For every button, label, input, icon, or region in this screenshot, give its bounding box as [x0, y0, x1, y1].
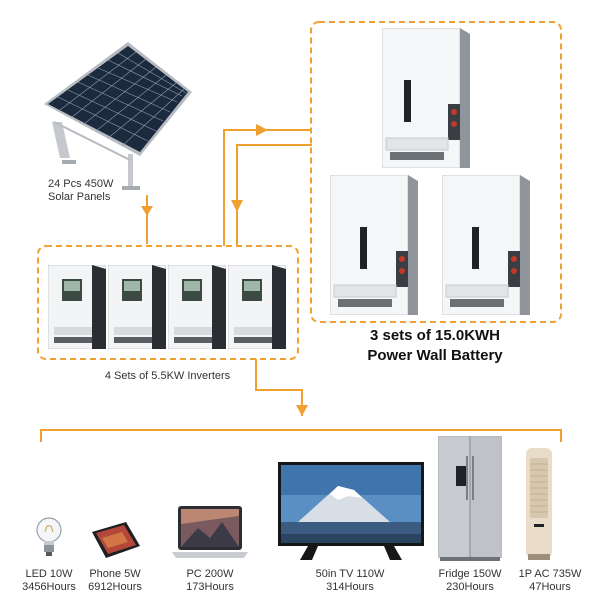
- appliance-hours: 3456Hours: [22, 581, 76, 593]
- led-bulb-image: [36, 517, 62, 556]
- appliance-name: LED 10W: [25, 568, 73, 580]
- appliance-caption-tv: 50in TV 110W 314Hours: [300, 568, 400, 594]
- tv-image: [278, 462, 424, 560]
- ac-tower-image: [526, 448, 552, 560]
- fridge-image: [438, 436, 502, 561]
- battery-to-inverter-arrow: [231, 200, 243, 212]
- appliance-hours: 314Hours: [326, 581, 374, 593]
- inverter-to-loads-wire: [255, 359, 303, 416]
- appliance-caption-phone: Phone 5W 6912Hours: [80, 568, 150, 594]
- laptop-image: [172, 506, 248, 558]
- battery-to-inverter-wire: [236, 144, 312, 246]
- phone-image: [92, 522, 140, 558]
- battery-caption-line1: 3 sets of 15.0KWH: [369, 327, 501, 344]
- appliance-name: Phone 5W: [89, 568, 141, 580]
- appliance-name: 50in TV 110W: [315, 568, 385, 580]
- inverter-unit: [228, 265, 286, 349]
- battery-unit: [330, 175, 418, 315]
- solar-panel-image: [44, 42, 192, 190]
- solar-caption-line2: Solar Panels: [48, 191, 111, 203]
- appliance-hours: 6912Hours: [88, 581, 142, 593]
- appliance-caption-ac: 1P AC 735W 47Hours: [510, 568, 590, 594]
- battery-caption-line2: Power Wall Battery: [367, 347, 503, 364]
- battery-caption: 3 sets of 15.0KWH Power Wall Battery: [320, 326, 550, 366]
- inverter-to-loads-arrow: [296, 405, 308, 416]
- appliance-hours: 173Hours: [186, 581, 234, 593]
- battery-group-box: [310, 21, 562, 323]
- solar-to-inverter-arrow: [141, 206, 153, 216]
- appliance-name: Fridge 150W: [438, 568, 502, 580]
- inverter-unit: [168, 265, 226, 349]
- appliance-caption-led: LED 10W 3456Hours: [14, 568, 84, 594]
- appliance-hours: 47Hours: [529, 581, 571, 593]
- appliance-name: PC 200W: [186, 568, 234, 580]
- inverter-unit: [108, 265, 166, 349]
- appliance-hours: 230Hours: [446, 581, 494, 593]
- inverter-group-box: [37, 245, 299, 360]
- appliance-caption-fridge: Fridge 150W 230Hours: [430, 568, 510, 594]
- appliance-caption-pc: PC 200W 173Hours: [175, 568, 245, 594]
- solar-caption-line1: 24 Pcs 450W: [48, 178, 114, 190]
- battery-unit: [382, 28, 470, 168]
- inverter-caption: 4 Sets of 5.5KW Inverters: [104, 370, 231, 382]
- appliance-name: 1P AC 735W: [518, 568, 582, 580]
- inverter-to-battery-wire: [223, 129, 312, 246]
- inverter-to-battery-arrow: [256, 124, 268, 136]
- inverter-unit: [48, 265, 106, 349]
- solar-caption: 24 Pcs 450W Solar Panels: [48, 178, 158, 204]
- battery-unit: [442, 175, 530, 315]
